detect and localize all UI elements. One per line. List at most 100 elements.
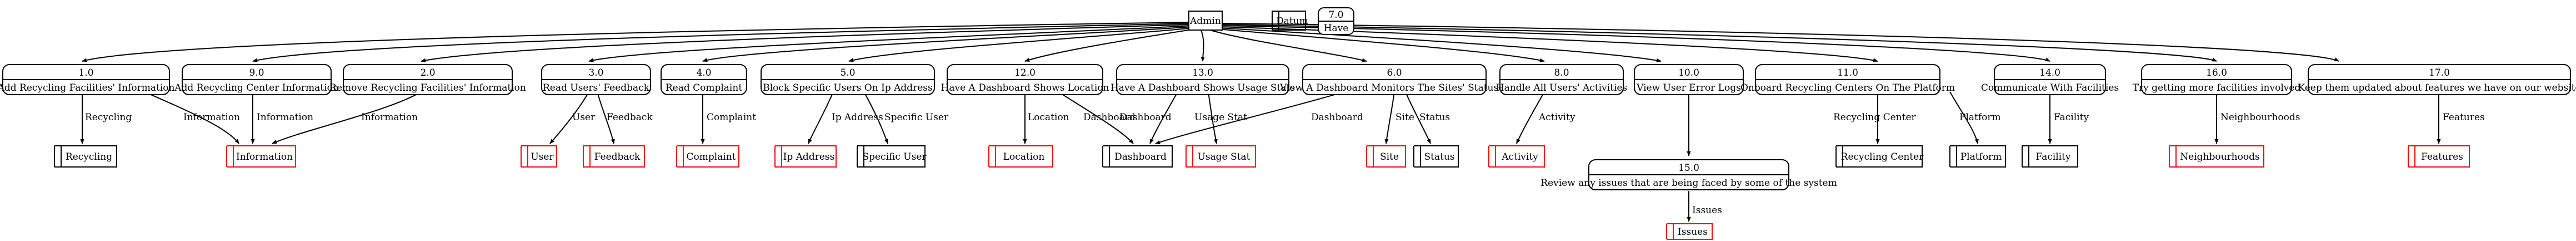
edge-label: Features [2443, 112, 2485, 123]
store-label: User [531, 151, 554, 163]
process-9: 9.0 Add Recycling Center Information [174, 64, 339, 95]
process-id: 2.0 [420, 67, 435, 78]
store-features: Features [2408, 145, 2470, 168]
store-site: Site [1366, 145, 1406, 168]
process-id: 1.0 [78, 67, 93, 78]
process-label: Keep them updated about features we have… [2298, 82, 2576, 94]
process-label: View A Dashboard Monitors The Sites' Sta… [1279, 82, 1509, 94]
store-recycling-center: Recycling Center [1835, 145, 1924, 168]
legend-datum-label: Datum [1276, 16, 1308, 27]
store-user: User [521, 145, 557, 168]
edge-label: Dashboard [1119, 112, 1172, 123]
store-facility: Facility [2022, 145, 2078, 168]
store-platform: Platform [1949, 145, 2006, 168]
process-11: 11.0 Onboard Recycling Centers On The Pl… [1740, 64, 1955, 95]
process-label: Review any issues that are being faced b… [1540, 178, 1837, 189]
edge-label: Complaint [707, 112, 756, 123]
store-recycling: Recycling [54, 145, 117, 168]
process-4: 4.0 Read Complaint [661, 64, 747, 95]
store-label: Information [236, 151, 293, 163]
store-label: Usage Stat [1198, 151, 1251, 163]
process-id: 8.0 [1554, 67, 1569, 78]
store-status: Status [1413, 145, 1459, 168]
store-label: Status [1424, 151, 1454, 163]
legend-process: 7.0 Have [1318, 7, 1354, 35]
process-label: Remove Recycling Facilities' Information [329, 82, 526, 94]
process-12: 12.0 Have A Dashboard Shows Location [941, 64, 1109, 95]
store-label: Site [1380, 151, 1399, 163]
process-label: Have A Dashboard Shows Usage Stats [1111, 82, 1295, 94]
legend-datum: Datum [1272, 11, 1308, 31]
store-usage-stat: Usage Stat [1186, 145, 1256, 168]
process-id: 13.0 [1192, 67, 1213, 78]
entity-label: Admin [1189, 16, 1221, 27]
edge-label: Site [1395, 112, 1414, 123]
edge-label: Information [361, 112, 418, 123]
store-label: Dashboard [1114, 151, 1167, 163]
edge-label: Information [183, 112, 240, 123]
store-label: Activity [1501, 151, 1538, 163]
process-label: Try getting more facilities involved [2133, 82, 2301, 94]
process-id: 4.0 [696, 67, 711, 78]
store-location: Location [988, 145, 1053, 168]
edge-label: Feedback [607, 112, 653, 123]
store-activity: Activity [1488, 145, 1545, 168]
process-id: 9.0 [249, 67, 264, 78]
legend-process-id: 7.0 [1328, 9, 1343, 21]
store-feedback: Feedback [583, 145, 645, 168]
edge-label: Specific User [884, 112, 949, 123]
store-label: Complaint [686, 151, 736, 163]
legend-process-label: Have [1324, 23, 1349, 34]
process-label: Onboard Recycling Centers On The Platfor… [1740, 82, 1955, 94]
edge-label: Ip Address [832, 112, 883, 123]
store-neighbourhoods: Neighbourhoods [2169, 145, 2264, 168]
store-specific-user: Specific User [857, 145, 927, 168]
store-issues: Issues [1666, 223, 1713, 240]
process-15: 15.0 Review any issues that are being fa… [1540, 159, 1837, 190]
process-1: 1.0 Add Recycling Facilities' Informatio… [0, 64, 174, 95]
edge-label: Usage Stat [1194, 112, 1247, 123]
edge-label: Recycling Center [1833, 112, 1917, 123]
process-id: 10.0 [1678, 67, 1699, 78]
process-label: Handle All Users' Activities [1496, 82, 1627, 94]
store-label: Facility [2035, 151, 2070, 163]
edge-label: Dashboard [1083, 112, 1136, 123]
edge-label: Neighbourhoods [2220, 112, 2300, 123]
process-label: Add Recycling Facilities' Information [0, 82, 174, 94]
process-id: 5.0 [840, 67, 855, 78]
edge-label: Facility [2054, 112, 2089, 123]
process-label: Communicate With Facilities [1981, 82, 2119, 94]
edge-label: Location [1028, 112, 1069, 123]
store-label: Issues [1678, 227, 1708, 238]
process-id: 16.0 [2206, 67, 2227, 78]
store-label: Specific User [862, 151, 927, 163]
process-13: 13.0 Have A Dashboard Shows Usage Stats [1111, 64, 1295, 95]
process-id: 14.0 [2039, 67, 2060, 78]
edge-label: User [572, 112, 596, 123]
process-14: 14.0 Communicate With Facilities [1981, 64, 2119, 95]
process-16: 16.0 Try getting more facilities involve… [2133, 64, 2301, 95]
store-label: Features [2421, 151, 2463, 163]
store-label: Feedback [594, 151, 641, 163]
store-label: Neighbourhoods [2180, 151, 2259, 163]
entity-admin: Admin [1188, 11, 1223, 31]
store-label: Recycling Center [1841, 151, 1924, 163]
process-label: Block Specific Users On Ip Address [763, 82, 933, 94]
edge-label: Recycling [85, 112, 132, 123]
process-label: Read Complaint [666, 82, 742, 94]
process-id: 12.0 [1014, 67, 1036, 78]
process-label: Have A Dashboard Shows Location [941, 82, 1109, 94]
process-17: 17.0 Keep them updated about features we… [2298, 64, 2576, 95]
edge-label: Status [1419, 112, 1450, 123]
edge-label: Information [257, 112, 313, 123]
store-dashboard: Dashboard [1102, 145, 1173, 168]
process-8: 8.0 Handle All Users' Activities [1496, 64, 1627, 95]
process-to-store-edges: Recycling Information Information Inform… [80, 91, 2485, 222]
process-label: View User Error Logs [1636, 82, 1741, 94]
process-id: 11.0 [1837, 67, 1858, 78]
edge-label: Activity [1538, 112, 1575, 123]
process-label: Add Recycling Center Information [174, 82, 339, 94]
process-6: 6.0 View A Dashboard Monitors The Sites'… [1279, 64, 1509, 95]
process-id: 17.0 [2429, 67, 2450, 78]
